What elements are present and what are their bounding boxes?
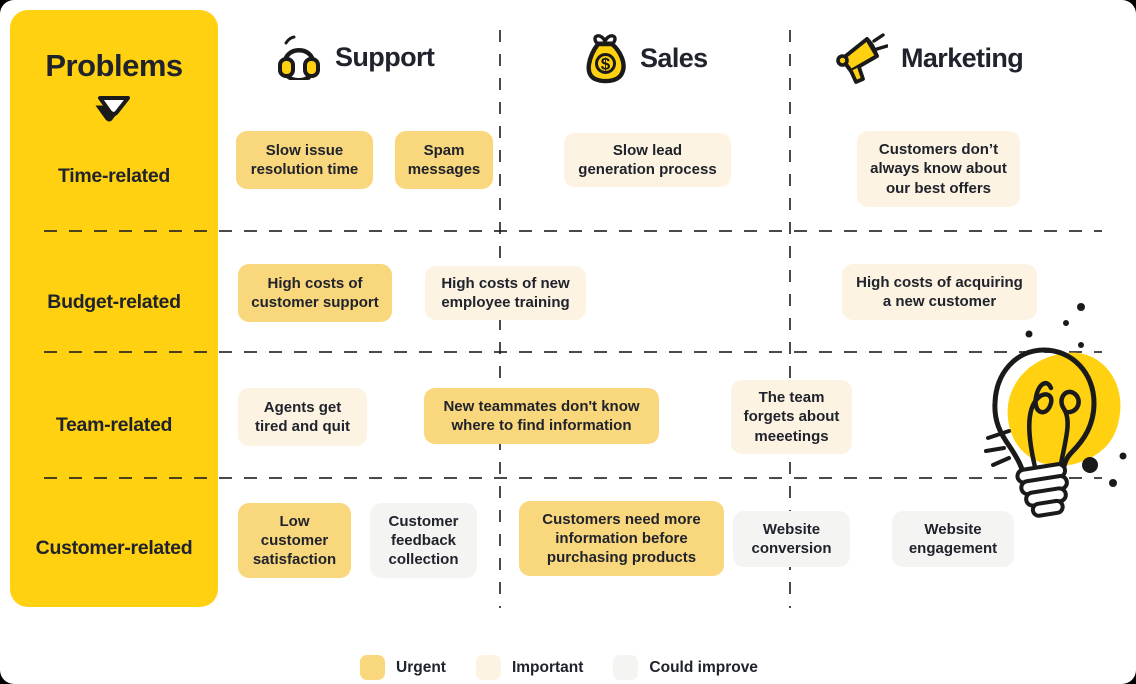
problem-card: Low customer satisfaction (238, 503, 351, 578)
problem-card: Customers need more information before p… (519, 501, 724, 576)
legend: Urgent Important Could improve (360, 655, 758, 680)
problem-card: Website engagement (892, 511, 1014, 567)
lightbulb-illustration (984, 303, 1127, 518)
column-header-marketing: Marketing (830, 32, 1024, 84)
column-header-support: Support (276, 34, 435, 80)
column-header-label: Marketing (901, 42, 1024, 73)
problems-sidebar: Problems Time-related Budget-related Tea… (10, 10, 218, 607)
row-divider (44, 351, 1102, 354)
problem-card: Website conversion (733, 511, 850, 567)
column-header-sales: $ Sales (583, 31, 708, 85)
legend-label: Could improve (649, 658, 758, 676)
problem-card: New teammates don't know where to find i… (424, 388, 659, 444)
urgent-swatch (360, 655, 385, 680)
problem-card: Spam messages (395, 131, 493, 189)
problem-card: The team forgets about meeetings (731, 380, 852, 454)
legend-label: Important (511, 658, 584, 676)
row-label-team: Team-related (55, 414, 173, 436)
legend-item-urgent: Urgent (360, 655, 446, 680)
money-bag-icon: $ (586, 34, 626, 84)
problem-card: Customers don’t always know about our be… (857, 131, 1020, 207)
row-divider (44, 477, 1102, 480)
megaphone-icon (836, 33, 888, 84)
svg-text:$: $ (601, 55, 611, 74)
down-triangle-icon (95, 96, 130, 122)
row-label-customer: Customer-related (35, 537, 193, 559)
legend-item-could-improve: Could improve (613, 655, 758, 680)
headset-icon (278, 35, 320, 80)
legend-label: Urgent (396, 658, 446, 676)
legend-item-important: Important (475, 655, 584, 680)
important-swatch (475, 655, 501, 680)
problem-card: Slow issue resolution time (236, 131, 373, 189)
column-header-label: Support (335, 41, 435, 72)
problem-card: Slow lead generation process (564, 133, 731, 187)
problem-card: High costs of new employee training (425, 266, 586, 320)
problem-card: High costs of acquiring a new customer (842, 264, 1037, 320)
row-divider (44, 230, 1102, 233)
column-divider (789, 30, 792, 608)
row-label-time: Time-related (57, 165, 170, 187)
column-header-label: Sales (640, 42, 708, 73)
problem-card: Agents get tired and quit (238, 388, 367, 446)
page-title: Problems (45, 48, 183, 83)
problem-card: High costs of customer support (238, 264, 392, 322)
row-label-budget: Budget-related (47, 291, 181, 313)
problem-card: Customer feedback collection (370, 503, 477, 578)
could-improve-swatch (613, 655, 639, 680)
